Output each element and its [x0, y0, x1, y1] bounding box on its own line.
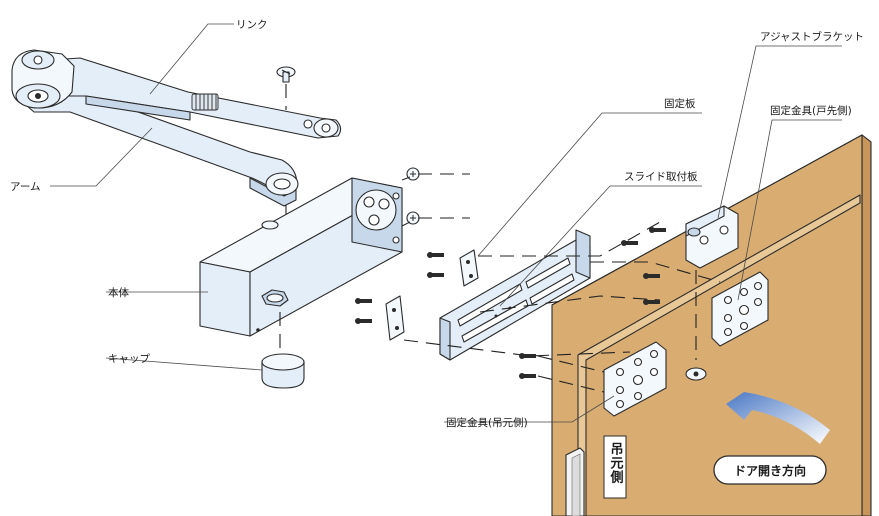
hinge-side-tag: 吊元側 [603, 435, 627, 499]
slide-mounting-plate [439, 229, 591, 361]
door-direction-badge: ドア開き方向 [713, 455, 827, 485]
label-fitting-door-side: 固定金具(戸先側) [770, 104, 852, 117]
adjust-bracket [685, 205, 739, 269]
closer-body [199, 177, 403, 337]
fixed-plate-screws [355, 252, 444, 324]
label-body: 本体 [108, 286, 129, 299]
cap [261, 353, 305, 389]
door-direction-label: ドア開き方向 [734, 463, 806, 478]
hinge-side-label: 吊元側 [608, 442, 625, 484]
label-slide-plate: スライド取付板 [624, 170, 698, 183]
label-fixed-plate: 固定板 [664, 97, 696, 110]
label-fitting-hinge-side: 固定金具(吊元側) [446, 416, 528, 429]
fitting-door-edge-side [711, 271, 769, 347]
label-adjust-bracket: アジャストブラケット [760, 30, 864, 43]
fitting-hinge-screws [519, 353, 536, 379]
adjust-spring [191, 93, 219, 111]
fitting-door-screws [643, 273, 660, 305]
link-screw [276, 66, 296, 83]
fitting-hinge-side [603, 341, 667, 417]
door-open-direction-arrow [726, 392, 830, 444]
label-arm: アーム [10, 181, 41, 193]
fixed-plate [385, 249, 479, 341]
bracket-screws [621, 227, 666, 246]
link-and-arm [11, 49, 342, 207]
bracket-bottom-screw [685, 367, 707, 381]
label-link: リンク [236, 19, 268, 31]
body-screws [401, 167, 420, 227]
label-cap: キャップ [108, 353, 150, 365]
